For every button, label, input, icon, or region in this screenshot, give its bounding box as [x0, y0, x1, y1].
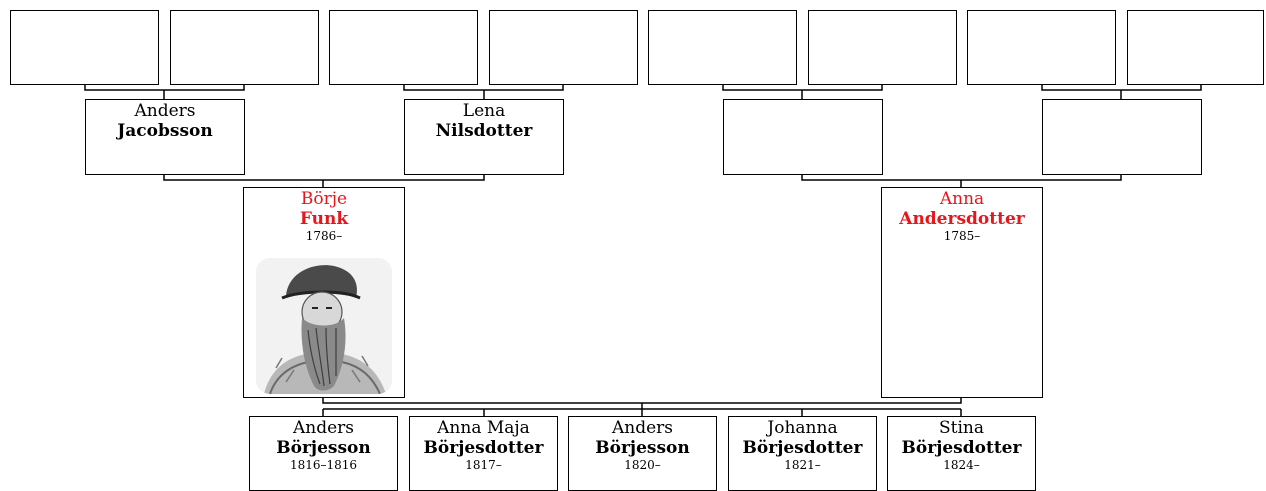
grandparent-box[interactable] — [723, 99, 883, 175]
great-grandparent-box[interactable] — [648, 10, 797, 85]
great-grandparent-box[interactable] — [489, 10, 638, 85]
life-years: 1816–1816 — [289, 458, 358, 472]
life-years: 1821– — [784, 458, 821, 472]
given-name: Anna — [939, 189, 985, 209]
surname: Börjesdotter — [901, 438, 1022, 458]
surname: Börjesdotter — [742, 438, 863, 458]
life-years: 1786– — [305, 229, 343, 243]
life-years: 1820– — [624, 458, 661, 472]
surname: Jacobsson — [117, 121, 213, 141]
life-years: 1824– — [943, 458, 980, 472]
life-years: 1817– — [465, 458, 502, 472]
grandparent-box[interactable] — [1042, 99, 1202, 175]
surname: Börjesson — [595, 438, 690, 458]
given-name: Anders — [134, 101, 196, 121]
great-grandparent-box[interactable] — [808, 10, 957, 85]
great-grandparent-box[interactable] — [329, 10, 478, 85]
child-box[interactable]: Anna Maja Börjesdotter 1817– — [409, 416, 558, 491]
given-name: Anders — [292, 418, 355, 438]
surname: Funk — [299, 209, 349, 229]
given-name: Anna Maja — [437, 418, 530, 438]
portrait-photo[interactable] — [256, 258, 392, 394]
child-box[interactable]: Johanna Börjesdotter 1821– — [728, 416, 877, 491]
child-box[interactable]: Stina Börjesdotter 1824– — [887, 416, 1036, 491]
surname: Nilsdotter — [435, 121, 533, 141]
given-name: Anders — [611, 418, 674, 438]
portrait-engraving-icon — [256, 258, 392, 394]
surname: Börjesdotter — [423, 438, 544, 458]
surname: Börjesson — [276, 438, 371, 458]
great-grandparent-box[interactable] — [10, 10, 159, 85]
mother-box[interactable]: Anna Andersdotter 1785– — [881, 187, 1043, 398]
child-box[interactable]: Anders Börjesson 1820– — [568, 416, 717, 491]
given-name: Börje — [300, 189, 348, 209]
given-name: Stina — [939, 418, 984, 438]
great-grandparent-box[interactable] — [967, 10, 1116, 85]
child-box[interactable]: Anders Börjesson 1816–1816 — [249, 416, 398, 491]
given-name: Lena — [462, 101, 506, 121]
given-name: Johanna — [767, 418, 838, 438]
great-grandparent-box[interactable] — [170, 10, 319, 85]
great-grandparent-box[interactable] — [1127, 10, 1264, 85]
father-box[interactable]: Börje Funk 1786– — [243, 187, 405, 398]
grandparent-box[interactable]: Anders Jacobsson — [85, 99, 245, 175]
surname: Andersdotter — [899, 209, 1025, 229]
life-years: 1785– — [943, 229, 981, 243]
grandparent-box[interactable]: Lena Nilsdotter — [404, 99, 564, 175]
